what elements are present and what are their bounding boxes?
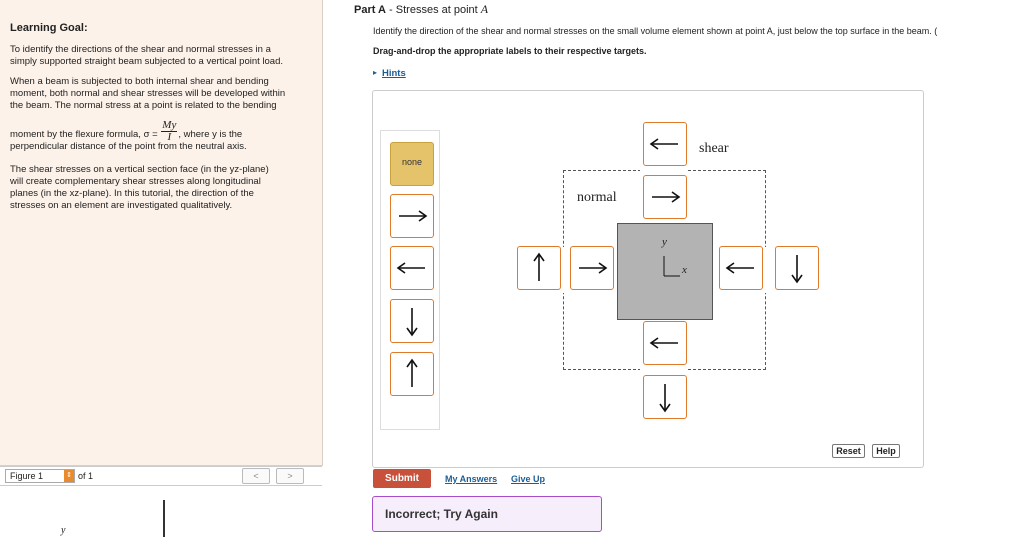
none-label-text: none [401,157,423,167]
point-label: A [480,2,489,16]
arrow-down-icon [791,255,803,284]
none-label-tile[interactable]: none [390,142,434,186]
left-face-shear-target[interactable] [517,246,561,290]
boundary-gap [762,247,768,293]
arrow-right-icon [652,191,681,203]
beam-text-line: When a beam is subjected to both interna… [10,76,269,87]
shear-paragraph: The shear stresses on a vertical section… [10,164,269,212]
help-button[interactable]: Help [872,444,900,458]
shear-label: shear [699,141,729,156]
right-face-shear-target[interactable] [775,246,819,290]
boundary-gap [640,170,688,175]
arrow-right-icon [579,262,608,274]
label-palette: none [380,130,440,430]
normal-legend-target[interactable] [643,175,687,219]
select-arrow-icon: ⇕ [64,470,74,482]
arrow-up-tile[interactable] [390,352,434,396]
arrow-down-tile[interactable] [390,299,434,343]
give-up-link[interactable]: Give Up [511,474,546,484]
instructions-text: Identify the direction of the shear and … [373,26,938,36]
arrow-right-icon [399,210,428,222]
shear-text-line: planes (in the xz-plane). In this tutori… [10,188,254,199]
formula-numerator: My [161,119,178,132]
figure-count: of 1 [78,471,94,481]
learning-goal-title: Learning Goal: [10,22,88,34]
arrow-left-icon [649,337,678,349]
boundary-gap [640,367,688,373]
goal-text-line: simply supported straight beam subjected… [10,56,284,67]
part-title-text: - Stresses at point [386,4,481,16]
arrow-up-icon [533,252,545,281]
beam-text-line: the beam. The normal stress at a point i… [10,100,277,111]
prev-figure-button[interactable]: < [242,468,270,484]
figure-toolbar [0,466,322,486]
my-answers-link[interactable]: My Answers [445,474,498,484]
normal-label: normal [577,190,617,205]
formula-prefix: moment by the flexure formula, σ = [10,129,161,141]
y-axis-label: y [662,236,667,248]
figure-beam-line [163,500,165,537]
hints-link[interactable]: Hints [382,68,406,79]
shear-text-line: The shear stresses on a vertical section… [10,164,269,175]
x-axis-label: x [682,264,687,276]
figure-axis-label: y [61,525,66,536]
beam-text-line: perpendicular distance of the point from… [10,141,247,152]
reset-button[interactable]: Reset [832,444,865,458]
formula-suffix: , where y is the [178,129,243,141]
formula-denominator: I [167,131,172,143]
boundary-gap [561,247,567,293]
part-label: Part A [354,4,386,16]
goal-text-line: To identify the directions of the shear … [10,44,271,55]
arrow-down-icon [659,384,671,413]
dragdrop-instruction: Drag-and-drop the appropriate labels to … [373,46,647,56]
shear-text-line: will create complementary shear stresses… [10,176,261,187]
feedback-message: Incorrect; Try Again [372,496,602,532]
bottom-face-shear-target[interactable] [643,321,687,365]
arrow-down-icon [406,308,418,337]
left-face-normal-target[interactable] [570,246,614,290]
part-title: Part A - Stresses at point A [354,2,488,17]
arrow-left-icon [396,262,425,274]
stress-element: y x [617,223,713,320]
arrow-right-tile[interactable] [390,194,434,238]
hints-caret-icon: ▸ [373,68,378,77]
figure-select[interactable]: Figure 1 ⇕ [5,469,75,483]
arrow-left-tile[interactable] [390,246,434,290]
beam-text-line: moment, both normal and shear stresses w… [10,88,286,99]
figure-select-value: Figure 1 [10,471,44,481]
arrow-up-icon [406,358,418,387]
learning-goal-panel [0,0,323,466]
arrow-left-icon [725,262,754,274]
arrow-left-icon [649,138,678,150]
goal-paragraph: To identify the directions of the shear … [10,44,283,68]
bottom-face-normal-target[interactable] [643,375,687,419]
axes-icon [663,256,680,277]
right-face-normal-target[interactable] [719,246,763,290]
submit-button[interactable]: Submit [373,469,431,488]
next-figure-button[interactable]: > [276,468,304,484]
shear-text-line: stresses on an element are investigated … [10,200,233,211]
shear-legend-target[interactable] [643,122,687,166]
beam-paragraph: When a beam is subjected to both interna… [10,76,285,112]
